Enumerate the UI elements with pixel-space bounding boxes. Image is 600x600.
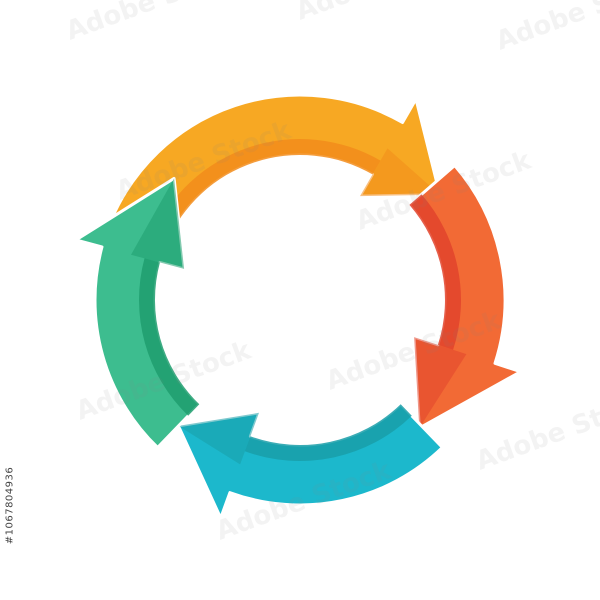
arrow-orange-shade: [151, 139, 381, 244]
watermark-text: Adobe Stock: [492, 0, 600, 57]
arrow-green: [74, 176, 201, 449]
arrow-teal-head-shade: [178, 412, 259, 465]
watermark-text: Adobe Stock: [472, 385, 600, 476]
arrow-orange-body: [109, 93, 442, 245]
arrow-orange-head-shade: [360, 148, 440, 197]
arrow-teal: [176, 402, 444, 520]
arrow-red-head-shade: [414, 337, 467, 428]
arrow-teal-shade: [244, 404, 412, 462]
watermark-text: Adobe Stock: [292, 0, 475, 27]
arrow-green-head-shade: [131, 178, 185, 269]
watermark-text: Adobe Stock: [62, 0, 245, 47]
arrow-green-shade: [139, 258, 200, 416]
arrow-orange: [109, 93, 442, 245]
arrow-red-shade: [409, 194, 461, 350]
arrow-red: [407, 164, 523, 430]
stock-id-text: #1067804936: [4, 466, 16, 544]
stock-id-label: #1067804936: [2, 430, 18, 580]
